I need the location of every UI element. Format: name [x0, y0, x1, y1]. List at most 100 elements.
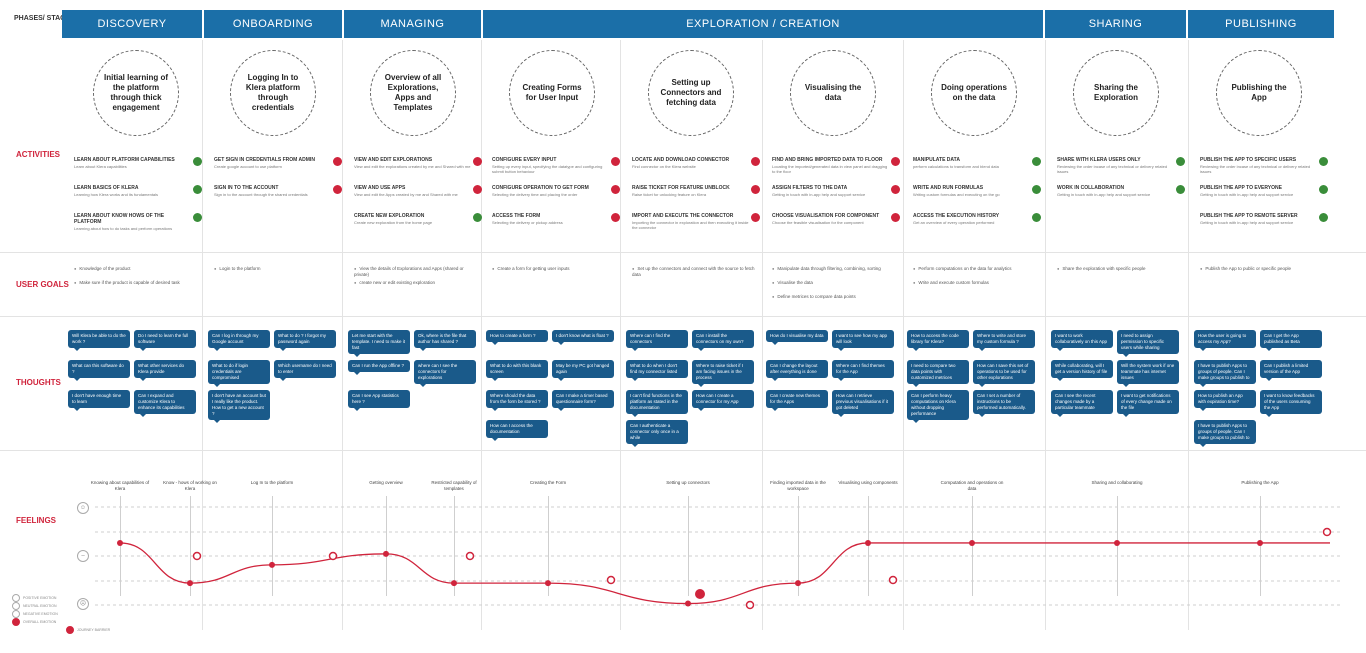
- row-label-thoughts: THOUGHTS: [16, 378, 61, 387]
- activity-desc: Writing custom formulas and executing on…: [913, 192, 1000, 197]
- thought-bubble: Can I expand and customize Klera to enha…: [134, 390, 196, 417]
- activity-title: WRITE AND RUN FORMULAS: [913, 185, 984, 191]
- phase-onboarding: ONBOARDING: [204, 10, 342, 38]
- thought-bubble: Where to write and store my custom formu…: [973, 330, 1035, 351]
- feeling-label: Finding imported data in the workspace: [770, 480, 826, 491]
- user-goal: Write and execute custom formulas: [913, 280, 1038, 286]
- positive-face-icon: ☺: [77, 502, 89, 514]
- thought-bubble: May be my PC got hanged again: [552, 360, 614, 381]
- pain-point-icon: [751, 213, 760, 222]
- feeling-tick: [386, 496, 387, 596]
- activity-title: GET SIGN IN CREDENTIALS FROM ADMIN: [214, 157, 315, 163]
- activity-desc: Reviewing the order incase of any techni…: [1057, 164, 1168, 174]
- stage-circle-4: Creating Forms for User Input: [509, 50, 595, 136]
- feeling-tick: [548, 496, 549, 596]
- activity-desc: View and edit the explorations created b…: [354, 164, 471, 169]
- positive-activity-icon: [1032, 185, 1041, 194]
- journey-barrier-marker: [606, 575, 616, 585]
- thought-bubble: What can this software do ?: [68, 360, 130, 381]
- thought-bubble: Can I change the layout after everything…: [766, 360, 828, 381]
- phase-managing: MANAGING: [344, 10, 481, 38]
- thought-bubble: I need to compare two data points with c…: [907, 360, 969, 387]
- feeling-label: Setting up connectors: [666, 480, 710, 485]
- stage-circle-8: Sharing the Exploration: [1073, 50, 1159, 136]
- positive-activity-icon: [1032, 157, 1041, 166]
- feeling-label: Getting overview: [369, 480, 403, 485]
- thought-bubble: How to publish an App with expiration ti…: [1194, 390, 1256, 411]
- user-goal: create new or edit existing exploration: [354, 280, 479, 286]
- activity-title: SHARE WITH KLERA USERS ONLY: [1057, 157, 1141, 163]
- thought-bubble: How to create a form ?: [486, 330, 548, 345]
- thought-bubble: Can I see App statistics here ?: [348, 390, 410, 411]
- user-goal: Make sure if the product is capable of d…: [74, 280, 199, 286]
- thought-bubble: Can I log in through my Google account: [208, 330, 270, 351]
- stage-circle-6: Visualising the data: [790, 50, 876, 136]
- emotion-point: [383, 550, 389, 557]
- column-divider: [342, 40, 343, 630]
- activity-title: PUBLISH THE APP TO EVERYONE: [1200, 185, 1282, 191]
- emotion-point: [969, 539, 975, 546]
- emotion-point: [1257, 539, 1263, 546]
- thought-bubble: I don't have an account but I really lik…: [208, 390, 270, 423]
- activity-title: WORK IN COLLABORATION: [1057, 185, 1125, 191]
- activity-desc: Reviewing the order incase of any techni…: [1200, 164, 1311, 174]
- activity-desc: Selecting the delivery or pickup address: [492, 220, 563, 225]
- thought-bubble: Will the system work if one teammate has…: [1117, 360, 1179, 387]
- thought-bubble: Let me start with the template. I need t…: [348, 330, 410, 357]
- thought-bubble: Can I run the App offline ?: [348, 360, 410, 375]
- thought-bubble: How can I create a connector for my App: [692, 390, 754, 411]
- thought-bubble: I don't know what is float ?: [552, 330, 614, 345]
- activity-title: ASSIGN FILTERS TO THE DATA: [772, 185, 848, 191]
- journey-barrier-marker: [192, 551, 202, 561]
- activity-title: CREATE NEW EXPLORATION: [354, 213, 425, 219]
- user-goal: Set up the connectors and connect with t…: [632, 266, 757, 278]
- legend-label: JOURNEY BARRIER: [77, 628, 111, 632]
- emotion-point: [269, 561, 275, 568]
- activity-desc: Learn about Klera capabilities: [74, 164, 127, 169]
- activity-desc: Selecting the delivery time and placing …: [492, 192, 578, 197]
- column-divider: [1045, 40, 1046, 630]
- activity-desc: Learning about how to do tasks and perfo…: [74, 226, 173, 231]
- pain-point-icon: [751, 157, 760, 166]
- legend-item: POSITIVE EMOTION: [12, 594, 56, 602]
- activity-desc: Learning how Klera works and its fundame…: [74, 192, 159, 197]
- pain-point-icon: [611, 213, 620, 222]
- activity-title: VIEW AND USE APPS: [354, 185, 406, 191]
- activity-title: ACCESS THE EXECUTION HISTORY: [913, 213, 1000, 219]
- activity-desc: Get an overview of every operation perfo…: [913, 220, 995, 225]
- positive-activity-icon: [1176, 157, 1185, 166]
- legend-swatch: [66, 626, 74, 634]
- activity-title: LEARN BASICS OF KLERA: [74, 185, 139, 191]
- row-label-feelings: FEELINGS: [16, 516, 57, 525]
- legend-label: POSITIVE EMOTION: [23, 596, 57, 600]
- feeling-label: Restricted capability of templates: [431, 480, 477, 491]
- user-goal: Create a form for getting user inputs: [492, 266, 617, 272]
- row-divider: [0, 252, 1366, 253]
- emotion-point: [187, 580, 193, 587]
- activity-title: LOCATE AND DOWNLOAD CONNECTOR: [632, 157, 730, 163]
- legend-swatch: [12, 618, 20, 626]
- thought-bubble: What to do with this blank screen: [486, 360, 548, 381]
- activity-title: IMPORT AND EXECUTE THE CONNECTOR: [632, 213, 734, 219]
- feeling-tick: [120, 496, 121, 596]
- positive-activity-icon: [1319, 185, 1328, 194]
- feeling-label: Publishing the App: [1241, 480, 1279, 485]
- activity-desc: Raise ticket for unlocking feature on Kl…: [632, 192, 707, 197]
- positive-activity-icon: [1319, 213, 1328, 222]
- legend-label: NEGATIVE EMOTION: [23, 612, 58, 616]
- feeling-label: Sharing and collaborating: [1091, 480, 1143, 485]
- thought-bubble: What other services do Klera provide: [134, 360, 196, 381]
- activity-desc: Getting in touch with in-app help and su…: [772, 192, 866, 197]
- thought-bubble: How to access the code library for Klera…: [907, 330, 969, 351]
- journey-barrier-marker: [328, 551, 338, 561]
- thought-bubble: Can I create new themes for the Apps: [766, 390, 828, 411]
- thought-bubble: Where can I find the connectors: [626, 330, 688, 351]
